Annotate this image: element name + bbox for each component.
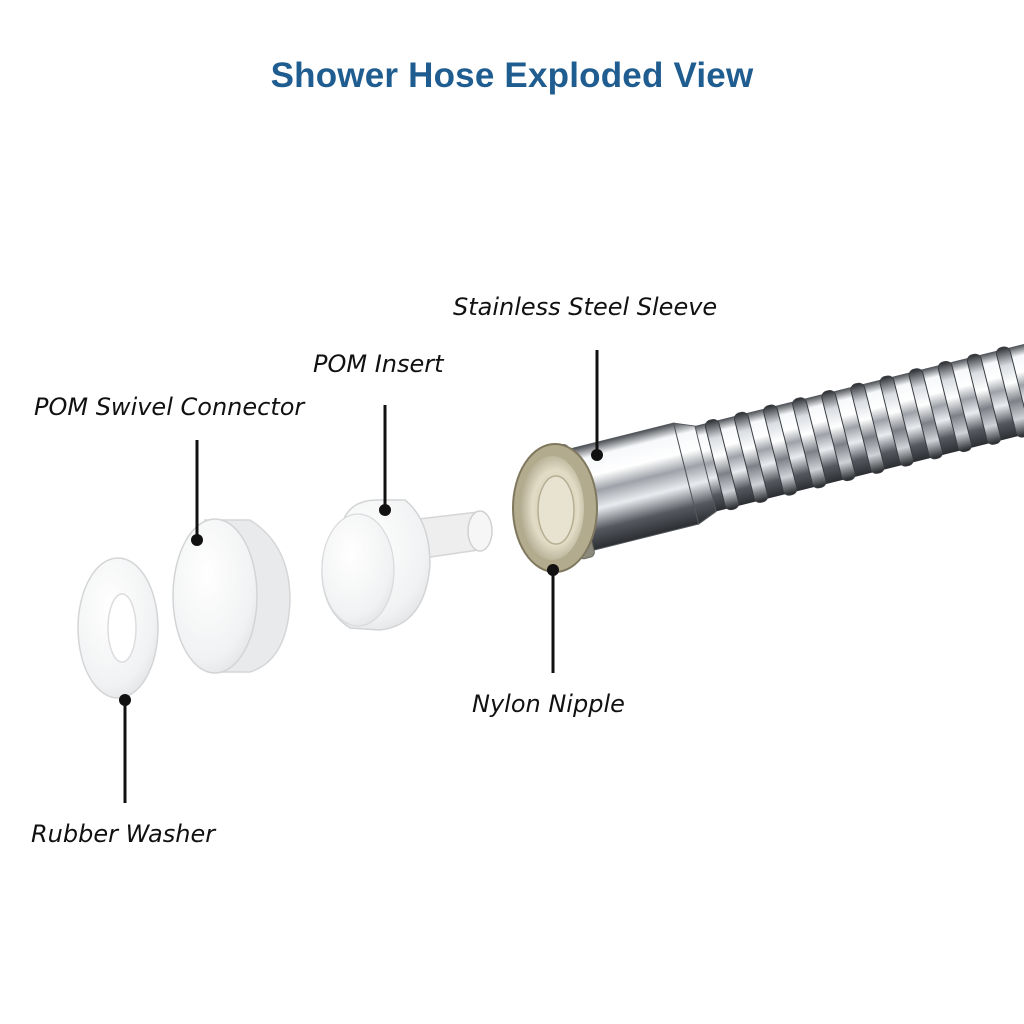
- label-pom-insert: POM Insert: [313, 350, 444, 378]
- stainless-steel-sleeve-part: [552, 331, 1024, 560]
- nylon-nipple-part: [512, 443, 598, 573]
- label-rubber-washer: Rubber Washer: [31, 820, 216, 848]
- label-nylon-nipple: Nylon Nipple: [472, 690, 625, 718]
- rubber-washer-part: [77, 557, 159, 699]
- callout-pom-insert: [379, 405, 391, 516]
- label-stainless-steel-sleeve: Stainless Steel Sleeve: [453, 293, 718, 321]
- pom-swivel-connector-part: [172, 518, 291, 674]
- diagram-title: Shower Hose Exploded View: [270, 56, 754, 95]
- callout-nylon-nipple: [547, 564, 559, 673]
- pom-insert-part: [321, 499, 493, 631]
- label-pom-swivel-connector: POM Swivel Connector: [34, 393, 305, 421]
- callout-washer: [119, 694, 131, 803]
- callout-swivel-connector: [191, 440, 203, 546]
- callout-steel-sleeve: [591, 350, 603, 461]
